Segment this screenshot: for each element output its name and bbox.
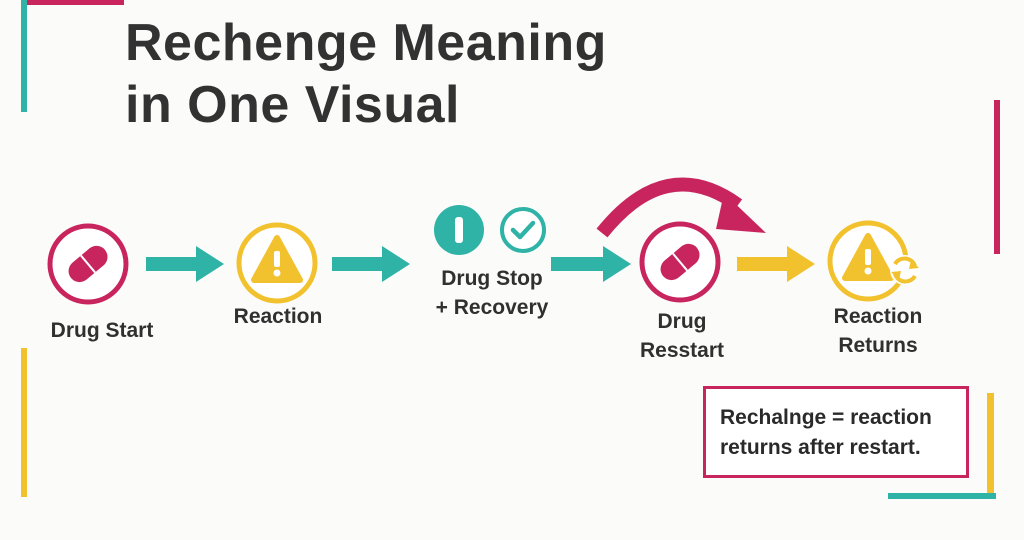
warning-icon bbox=[236, 222, 318, 304]
arrow-right-icon bbox=[146, 246, 224, 282]
curved-return-arrow-icon bbox=[596, 177, 766, 238]
check-icon bbox=[500, 207, 546, 253]
decor-bar-left-yellow bbox=[21, 348, 27, 497]
decor-bar-right-magenta bbox=[994, 100, 1000, 254]
step-label-drug-start: Drug Start bbox=[50, 319, 154, 342]
step-label-drug-stop-recovery: Drug Stop + Recovery bbox=[435, 267, 549, 319]
title-line-1: Rechenge Meaning bbox=[125, 14, 607, 72]
stop-icon bbox=[434, 205, 484, 255]
arrow-right-icon bbox=[332, 246, 410, 282]
page-title: Rechenge Meaning in One Visual bbox=[125, 12, 607, 136]
note-line-1: Rechalnge = reaction bbox=[720, 406, 932, 429]
decor-bar-bottom-teal bbox=[888, 493, 996, 499]
step-label-reaction-returns: Reaction Returns bbox=[833, 305, 923, 357]
warning-return-icon bbox=[827, 220, 920, 302]
decor-bar-top-teal bbox=[21, 0, 27, 112]
pill-icon bbox=[47, 223, 129, 305]
arrow-right-icon bbox=[737, 246, 815, 282]
note-line-2: returns after restart. bbox=[720, 436, 921, 459]
step-label-drug-restart: Drug Resstart bbox=[639, 310, 725, 362]
title-line-2: in One Visual bbox=[125, 76, 460, 134]
step-label-reaction: Reaction bbox=[233, 305, 323, 328]
decor-bar-top-magenta bbox=[21, 0, 124, 5]
definition-note-box: Rechalnge = reaction returns after resta… bbox=[703, 386, 969, 478]
pill-icon bbox=[639, 221, 721, 303]
arrow-right-icon bbox=[551, 246, 631, 282]
decor-bar-right-yellow bbox=[987, 393, 994, 496]
